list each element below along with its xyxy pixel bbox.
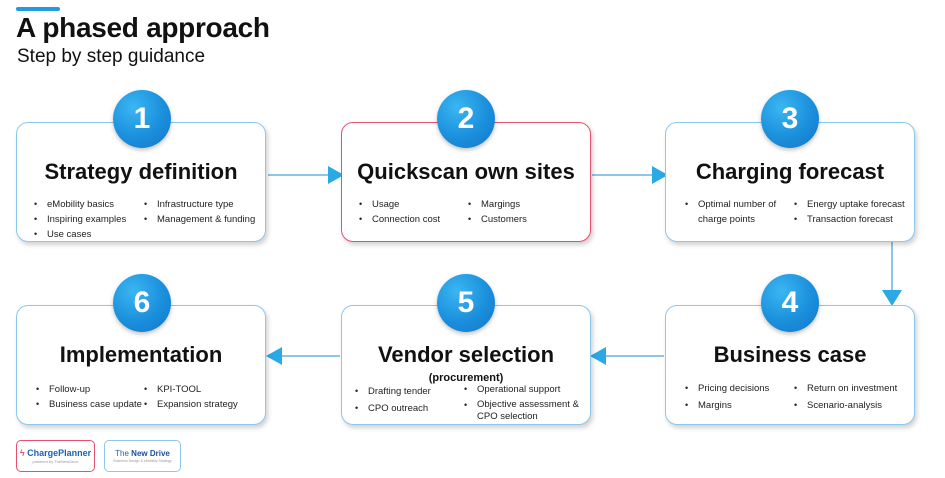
list-item: Business case update	[35, 397, 142, 412]
logo-name: ChargePlanner	[27, 448, 92, 458]
step-title: Strategy definition	[44, 159, 238, 184]
page-subtitle: Step by step guidance	[17, 46, 206, 67]
step-items-left: Pricing decisions Margins	[684, 380, 769, 414]
title-accent-bar	[16, 7, 60, 11]
list-item: Optimal number of charge points	[684, 197, 784, 227]
step-title: Quickscan own sites	[357, 159, 575, 184]
list-item: Connection cost	[358, 212, 440, 227]
arrow-down-icon	[882, 290, 902, 306]
list-item: Management & funding	[143, 212, 255, 227]
step-items-right: Margings Customers	[467, 197, 527, 227]
step-number-badge: 4	[761, 274, 819, 332]
logo-prefix: The	[115, 449, 129, 458]
step-number-badge: 6	[113, 274, 171, 332]
list-item: CPO outreach	[354, 400, 431, 417]
list-item: KPI-TOOL	[143, 382, 238, 397]
arrow-right-icon	[328, 166, 344, 184]
list-item: Margins	[684, 397, 769, 414]
connector-5-6	[282, 355, 340, 357]
list-item: Energy uptake forecast	[793, 197, 905, 212]
bolt-icon: ϟ	[19, 448, 25, 458]
thenewdrive-logo: The New Drive Business Design & eMobilit…	[104, 440, 181, 472]
step-card-quickscan-own-sites: Quickscan own sites Usage Connection cos…	[341, 122, 591, 242]
step-title: Vendor selection	[377, 342, 555, 367]
page-title: A phased approach	[16, 12, 270, 43]
step-title: Implementation	[59, 342, 223, 367]
chargeplanner-logo: ϟ ChargePlanner powered by TheNewDrive	[16, 440, 95, 472]
logo-tagline: powered by TheNewDrive	[32, 459, 79, 464]
logo-tagline: Business Design & eMobility Strategy	[113, 459, 172, 463]
connector-2-3	[592, 174, 654, 176]
list-item: Operational support	[463, 383, 583, 396]
list-item: Scenario-analysis	[793, 397, 897, 414]
connector-3-4	[891, 240, 893, 292]
connector-4-5	[606, 355, 664, 357]
step-title: Business case	[713, 342, 867, 367]
step-number-badge: 3	[761, 90, 819, 148]
step-number-badge: 1	[113, 90, 171, 148]
arrow-right-icon	[652, 166, 668, 184]
list-item: eMobility basics	[33, 197, 126, 212]
list-item: Infrastructure type	[143, 197, 255, 212]
step-items-left: Drafting tender CPO outreach	[354, 383, 431, 417]
step-items-left: Follow-up Business case update	[35, 382, 142, 412]
list-item: Return on investment	[793, 380, 897, 397]
step-number-badge: 2	[437, 90, 495, 148]
step-subtitle: (procurement)	[428, 372, 504, 384]
step-items-right: KPI-TOOL Expansion strategy	[143, 382, 238, 412]
list-item: Inspiring examples	[33, 212, 126, 227]
list-item: Margings	[467, 197, 527, 212]
step-card-charging-forecast: Charging forecast Optimal number of char…	[665, 122, 915, 242]
step-items-right: Operational support Objective assessment…	[463, 383, 583, 423]
list-item: Drafting tender	[354, 383, 431, 400]
list-item: Follow-up	[35, 382, 142, 397]
step-items-right: Infrastructure type Management & funding	[143, 197, 255, 227]
list-item: Objective assessment & CPO selection	[463, 399, 583, 423]
step-items-right: Return on investment Scenario-analysis	[793, 380, 897, 414]
arrow-left-icon	[266, 347, 282, 365]
list-item: Transaction forecast	[793, 212, 905, 227]
logo-name: New Drive	[131, 449, 170, 458]
step-items-left: Usage Connection cost	[358, 197, 440, 227]
step-items-left: eMobility basics Inspiring examples Use …	[33, 197, 126, 242]
step-number-badge: 5	[437, 274, 495, 332]
list-item: Expansion strategy	[143, 397, 238, 412]
arrow-left-icon	[590, 347, 606, 365]
connector-1-2	[268, 174, 330, 176]
list-item: Pricing decisions	[684, 380, 769, 397]
list-item: Customers	[467, 212, 527, 227]
step-title: Charging forecast	[695, 159, 885, 184]
step-items-left: Optimal number of charge points	[684, 197, 784, 227]
step-items-right: Energy uptake forecast Transaction forec…	[793, 197, 905, 227]
list-item: Use cases	[33, 227, 126, 242]
list-item: Usage	[358, 197, 440, 212]
